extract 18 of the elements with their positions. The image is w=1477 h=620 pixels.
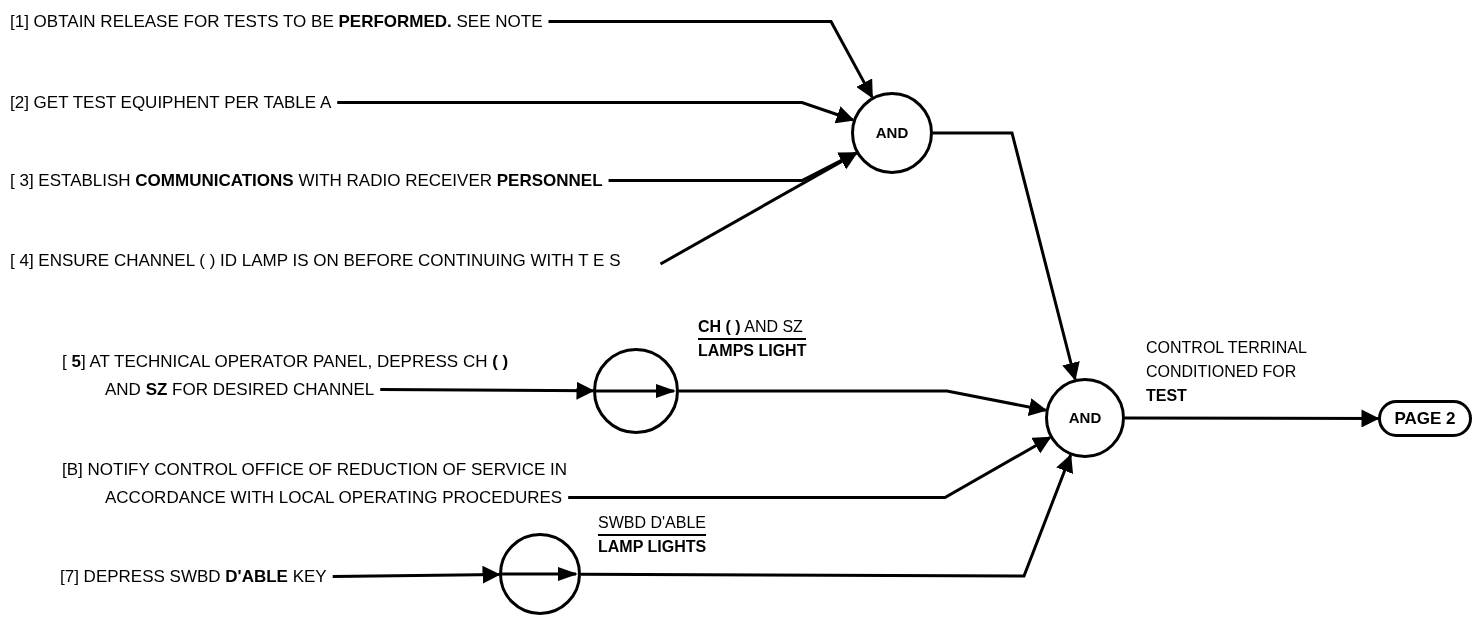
arrow bbox=[332, 565, 501, 584]
lamp-status-note: CH ( ) AND SZ bbox=[698, 316, 807, 340]
page-connector: PAGE 2 bbox=[1378, 400, 1472, 437]
lamp-status-note: SWBD D'ABLE bbox=[598, 512, 707, 536]
arrow bbox=[380, 381, 595, 400]
step-text: [1] OBTAIN RELEASE FOR TESTS TO BE PERFORMED. SEE NOTE bbox=[10, 8, 543, 36]
arrow bbox=[548, 20, 874, 99]
arrow bbox=[1125, 409, 1380, 428]
arrow bbox=[568, 436, 1052, 499]
arrow bbox=[659, 151, 858, 266]
lamp-status-note: LAMP LIGHTS bbox=[598, 537, 707, 557]
step-text: [ 4] ENSURE CHANNEL ( ) ID LAMP IS ON BEFORE CONTINUING WITH T E S bbox=[10, 247, 621, 275]
step-text: [7] DEPRESS SWBD D'ABLE KEY bbox=[60, 563, 327, 591]
step-text: [ 5] AT TECHNICAL OPERATOR PANEL, DEPRESS CH ( ) AND SZ FOR DESIRED CHANNEL bbox=[62, 348, 522, 404]
step-text: [B] NOTIFY CONTROL OFFICE OF REDUCTION OF SERVICE IN ACCORDANCE WITH LOCAL OPERATING PROCEDURES bbox=[62, 456, 622, 512]
step-text: [ 3] ESTABLISH COMMUNICATIONS WITH RADIO RECEIVER PERSONNEL bbox=[10, 167, 603, 195]
step-text: [2] GET TEST EQUIPHENT PER TABLE A bbox=[10, 89, 332, 117]
lamp-status-note: LAMPS LIGHT bbox=[698, 341, 807, 361]
